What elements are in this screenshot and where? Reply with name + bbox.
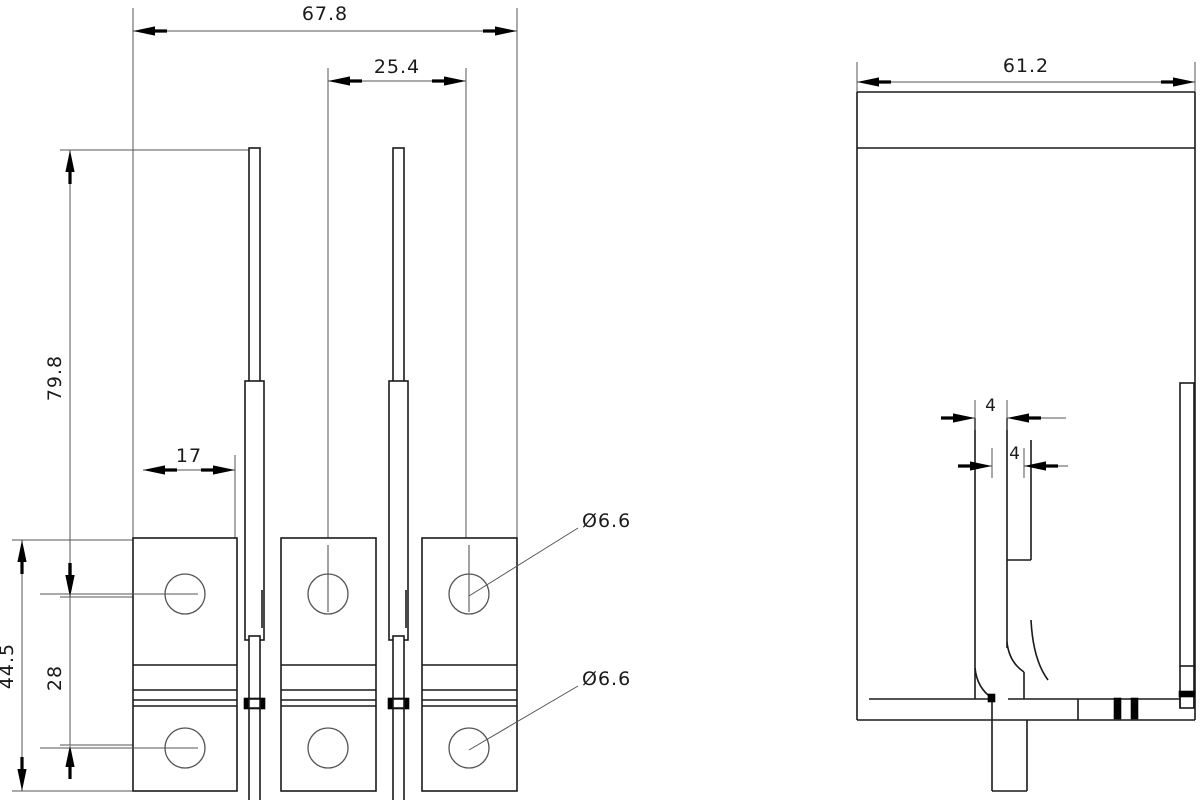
mounting-hole	[307, 727, 349, 769]
dimension-block-height-text: 44.5	[0, 643, 18, 689]
side-view: 61.2	[856, 55, 1196, 792]
dimension-pin-width-upper-text: 4	[985, 396, 997, 416]
callout-hole-upper-text: Ø6.6	[582, 510, 631, 532]
dimension-overall-width-text: 67.8	[302, 3, 348, 25]
side-right-pin	[1178, 382, 1196, 709]
terminal-block-left	[40, 537, 238, 792]
callout-hole-lower-text: Ø6.6	[582, 668, 631, 690]
dimension-pin-width-upper: 4	[941, 396, 1066, 430]
dimension-overall-height: 79.8	[44, 149, 260, 597]
dimension-hole-offset: 17	[143, 445, 236, 545]
callout-hole-upper: Ø6.6	[468, 510, 631, 597]
dimension-pin-width-lower: 4	[958, 444, 1068, 478]
dimension-side-width-text: 61.2	[1003, 55, 1049, 77]
dimension-hole-offset-text: 17	[176, 445, 202, 467]
side-offset-pin	[974, 418, 1049, 792]
dimension-hole-spacing-text: 28	[44, 665, 66, 691]
callout-hole-lower: Ø6.6	[468, 668, 631, 751]
front-view: 67.8 25.4 79.8 17	[0, 3, 631, 800]
contact-pin-right	[387, 147, 410, 800]
dimension-block-height: 44.5	[0, 539, 133, 792]
dimension-inner-width-text: 25.4	[374, 56, 420, 78]
dimension-overall-height-text: 79.8	[44, 355, 66, 401]
contact-pin-left	[243, 147, 266, 800]
dimension-inner-width: 25.4	[327, 56, 467, 600]
dimension-pin-width-lower-text: 4	[1009, 444, 1021, 464]
dimension-overall-width: 67.8	[132, 3, 518, 545]
side-body-outline	[856, 91, 1196, 721]
side-base-band	[869, 697, 1184, 720]
dimension-side-width: 61.2	[856, 55, 1196, 100]
mounting-hole	[448, 727, 490, 769]
